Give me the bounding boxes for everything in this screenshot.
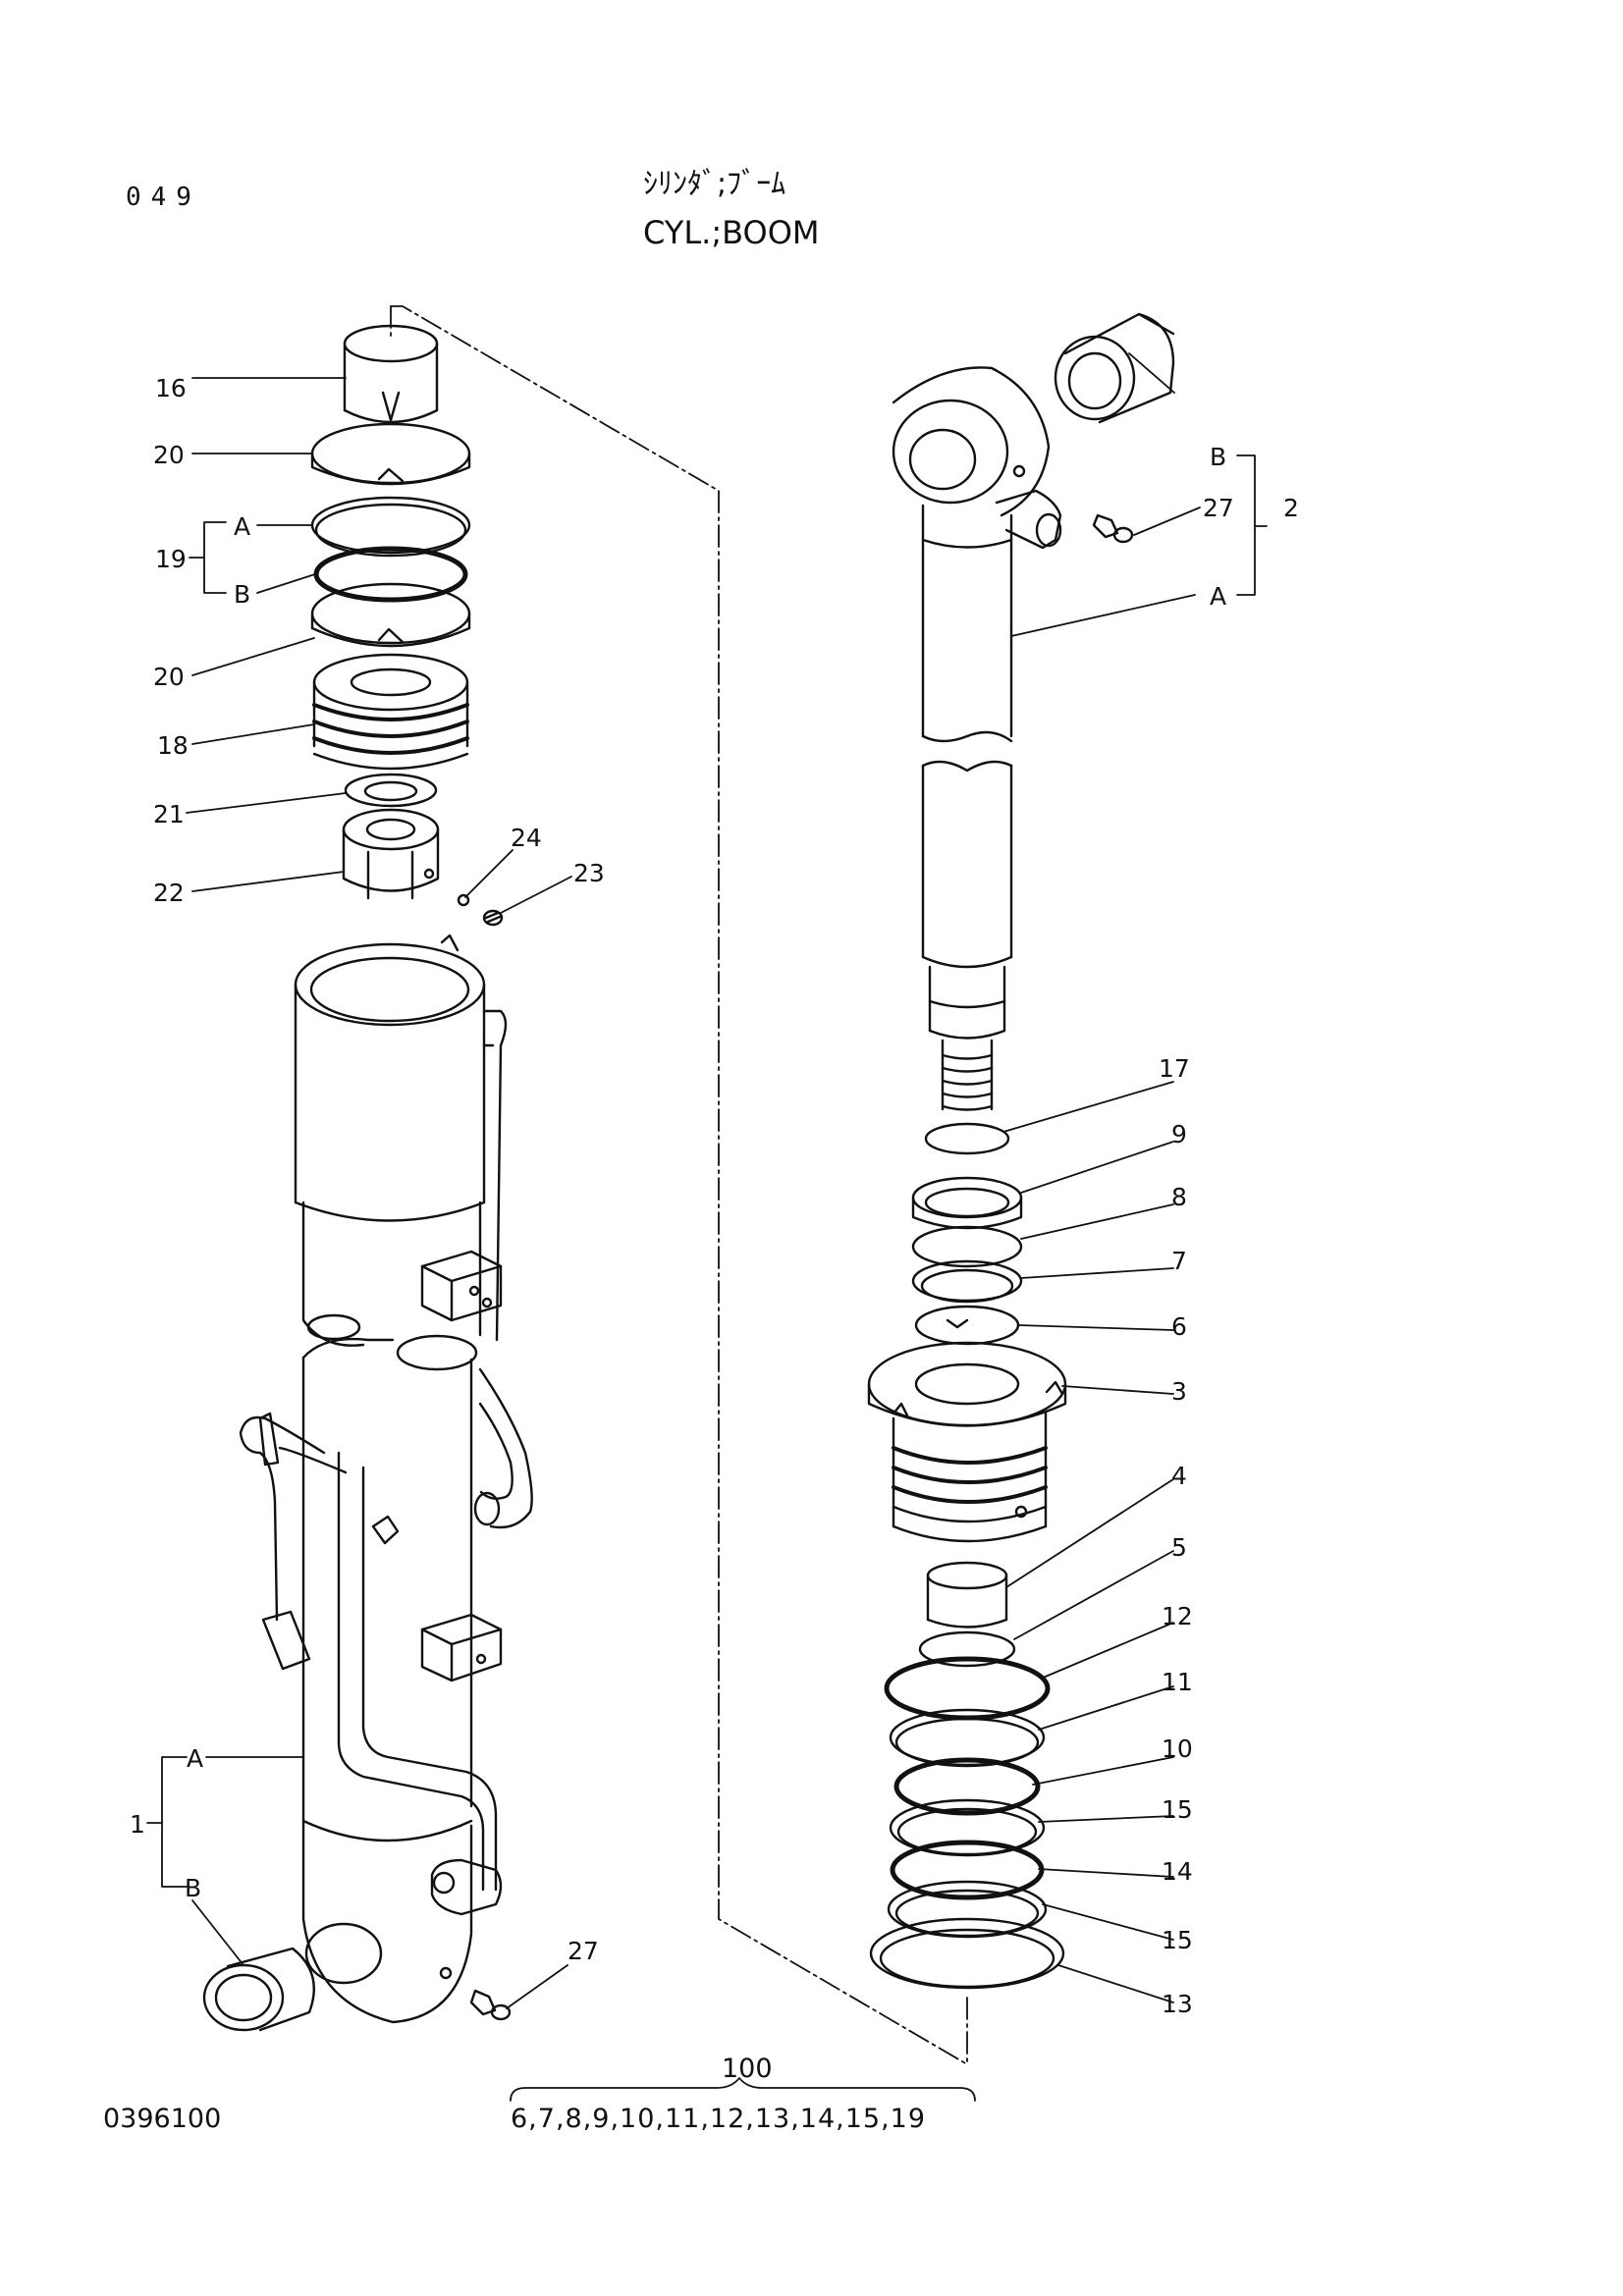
part-8-seal bbox=[911, 1225, 1023, 1268]
callout-23: 23 bbox=[573, 859, 605, 887]
callout-4: 4 bbox=[1171, 1462, 1187, 1490]
callout-19a: A bbox=[234, 512, 250, 541]
title-english: CYL.;BOOM bbox=[643, 214, 820, 251]
callout-17: 17 bbox=[1159, 1054, 1190, 1083]
title-japanese: ｼﾘﾝﾀﾞ;ﾌﾞｰﾑ bbox=[643, 167, 786, 201]
part-27-grease-fitting-left bbox=[469, 1989, 512, 2021]
callout-24: 24 bbox=[511, 824, 542, 852]
part-2a-piston-rod bbox=[892, 366, 1062, 1111]
part-2b-bushing bbox=[1054, 312, 1175, 424]
callout-20-bottom: 20 bbox=[153, 663, 185, 691]
assembly-connector-lines bbox=[390, 305, 968, 2065]
kit-number: 100 bbox=[722, 2054, 773, 2084]
part-24-ball bbox=[457, 893, 470, 907]
part-20-wear-ring-top bbox=[310, 422, 471, 486]
part-4-bushing bbox=[926, 1561, 1008, 1629]
callout-14: 14 bbox=[1162, 1857, 1193, 1886]
callout-15-lower: 15 bbox=[1162, 1926, 1193, 1954]
part-10-oring bbox=[893, 1757, 1041, 1816]
part-5-ring bbox=[918, 1630, 1016, 1668]
part-3-rod-head bbox=[867, 1341, 1067, 1543]
part-13-dust-seal bbox=[869, 1917, 1065, 1990]
callout-2a: A bbox=[1210, 582, 1226, 611]
leader-lines bbox=[146, 352, 1268, 2102]
part-15-backup-ring-lower bbox=[887, 1880, 1048, 1939]
part-23-set-screw bbox=[482, 909, 504, 927]
callout-6: 6 bbox=[1171, 1312, 1187, 1341]
drawing-number: 0396100 bbox=[103, 2104, 222, 2134]
part-1-cylinder-tube bbox=[202, 1334, 533, 2032]
page-code: 049 bbox=[126, 183, 201, 212]
callout-11: 11 bbox=[1162, 1668, 1193, 1696]
callout-19b: B bbox=[234, 580, 250, 609]
part-16-bushing bbox=[343, 324, 439, 424]
callout-22: 22 bbox=[153, 879, 185, 907]
part-17-ring bbox=[924, 1122, 1010, 1155]
callout-21: 21 bbox=[153, 800, 185, 828]
part-9-seal bbox=[911, 1176, 1023, 1230]
part-7-seal bbox=[911, 1259, 1023, 1304]
callout-3: 3 bbox=[1171, 1377, 1187, 1406]
part-21-seal bbox=[344, 773, 438, 808]
callout-18: 18 bbox=[157, 731, 189, 760]
cylinder-tube-upper bbox=[294, 934, 508, 1347]
callout-5: 5 bbox=[1171, 1533, 1187, 1562]
callout-9: 9 bbox=[1171, 1120, 1187, 1148]
callout-12: 12 bbox=[1162, 1602, 1193, 1630]
callout-10: 10 bbox=[1162, 1735, 1193, 1763]
callout-8: 8 bbox=[1171, 1183, 1187, 1211]
right-piston-rod-assembly bbox=[867, 312, 1175, 1990]
part-22-nut bbox=[342, 808, 440, 900]
callout-labels-left: 16 20 A 19 B 20 18 21 22 24 23 A 1 B 27 bbox=[130, 374, 605, 1965]
callout-27-left: 27 bbox=[568, 1937, 599, 1965]
callout-2: 2 bbox=[1283, 494, 1299, 522]
callout-7: 7 bbox=[1171, 1247, 1187, 1275]
callout-1b: B bbox=[185, 1874, 201, 1902]
kit-contents: 6,7,8,9,10,11,12,13,14,15,19 bbox=[511, 2104, 927, 2134]
part-20-wear-ring-bottom bbox=[310, 582, 471, 648]
part-6-ring bbox=[914, 1305, 1020, 1346]
left-cylinder-tube-assembly bbox=[202, 324, 533, 2032]
callout-19: 19 bbox=[155, 545, 187, 573]
part-11-ring bbox=[889, 1708, 1046, 1768]
callout-27-right: 27 bbox=[1203, 494, 1234, 522]
part-27-grease-fitting-right bbox=[1092, 513, 1134, 544]
part-18-piston bbox=[312, 653, 469, 771]
callout-16: 16 bbox=[155, 374, 187, 402]
part-15-backup-ring-upper bbox=[889, 1798, 1046, 1857]
callout-labels-right: B 27 2 A 17 9 8 7 6 3 4 5 12 11 10 15 14… bbox=[1159, 443, 1299, 2018]
callout-1a: A bbox=[187, 1744, 203, 1773]
callout-13: 13 bbox=[1162, 1990, 1193, 2018]
callout-15-upper: 15 bbox=[1162, 1795, 1193, 1824]
callout-2b: B bbox=[1210, 443, 1226, 471]
callout-20-top: 20 bbox=[153, 441, 185, 469]
callout-1: 1 bbox=[130, 1810, 145, 1839]
part-1b-bushing bbox=[202, 1947, 315, 2032]
